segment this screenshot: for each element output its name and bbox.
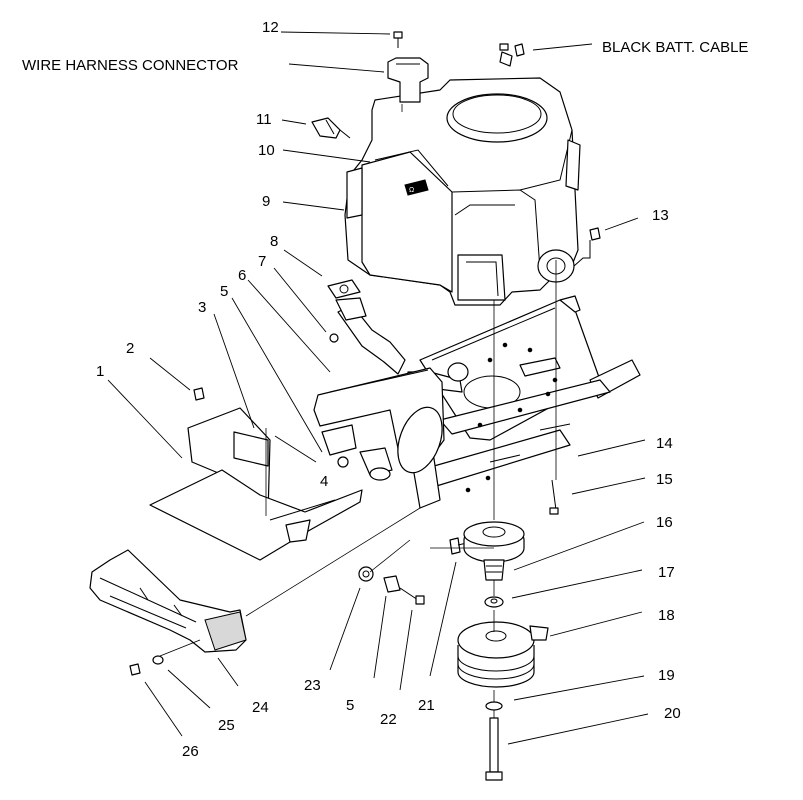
pto-clutch <box>457 621 549 688</box>
engine: Ω <box>344 77 591 306</box>
callout-5-top: 5 <box>220 283 228 300</box>
muffler <box>313 367 445 481</box>
callout-1: 1 <box>96 363 104 380</box>
shield-bracket <box>233 431 269 467</box>
assembly-lines <box>159 104 557 718</box>
callout-2: 2 <box>126 340 134 357</box>
wire-harness-label: WIRE HARNESS CONNECTOR <box>22 57 239 74</box>
spacer-23 <box>358 566 374 582</box>
callout-10: 10 <box>258 142 275 159</box>
rear-guard <box>89 549 247 653</box>
bushing-5 <box>383 575 401 593</box>
callout-13: 13 <box>652 207 669 224</box>
callout-17: 17 <box>658 564 675 581</box>
callout-19: 19 <box>658 667 675 684</box>
wire-harness-connector <box>387 57 429 103</box>
callout-16: 16 <box>656 514 673 531</box>
exhaust-nut <box>329 333 339 343</box>
callout-7: 7 <box>258 253 266 270</box>
callout-25: 25 <box>218 717 235 734</box>
black-batt-cable-label: BLACK BATT. CABLE <box>602 39 748 56</box>
callout-9: 9 <box>262 193 270 210</box>
callout-18: 18 <box>658 607 675 624</box>
washer-19 <box>485 701 503 711</box>
callout-8: 8 <box>270 233 278 250</box>
callout-15: 15 <box>656 471 673 488</box>
washer-25 <box>152 655 164 665</box>
callout-26: 26 <box>182 743 199 760</box>
bolt-20 <box>485 717 503 781</box>
part-2-clip <box>193 387 205 401</box>
callout-6: 6 <box>238 267 246 284</box>
callout-4: 4 <box>320 473 328 490</box>
callout-22: 22 <box>380 711 397 728</box>
engine-badge: Ω <box>409 187 414 194</box>
battery-cable-terminal <box>499 43 525 67</box>
part-11-switch <box>311 117 351 139</box>
callout-21: 21 <box>418 697 435 714</box>
washer-17 <box>484 596 504 608</box>
exhaust-gasket <box>327 279 367 321</box>
nut-26 <box>129 663 141 676</box>
callout-3: 3 <box>198 299 206 316</box>
callout-14: 14 <box>656 435 673 452</box>
key-15 <box>549 479 559 515</box>
part-12-screw <box>393 31 403 48</box>
callout-labels: WIRE HARNESS CONNECTOR BLACK BATT. CABLE… <box>22 19 748 760</box>
callout-20: 20 <box>664 705 681 722</box>
callout-23: 23 <box>304 677 321 694</box>
chassis-frame <box>409 295 641 509</box>
callout-24: 24 <box>252 699 269 716</box>
part-13-nut <box>589 227 601 241</box>
callout-11: 11 <box>256 111 272 128</box>
callout-5-bottom: 5 <box>346 697 354 714</box>
leader-lines <box>107 31 649 745</box>
callout-12: 12 <box>262 19 279 36</box>
bolt-22 <box>399 587 425 605</box>
pulley <box>463 521 525 581</box>
